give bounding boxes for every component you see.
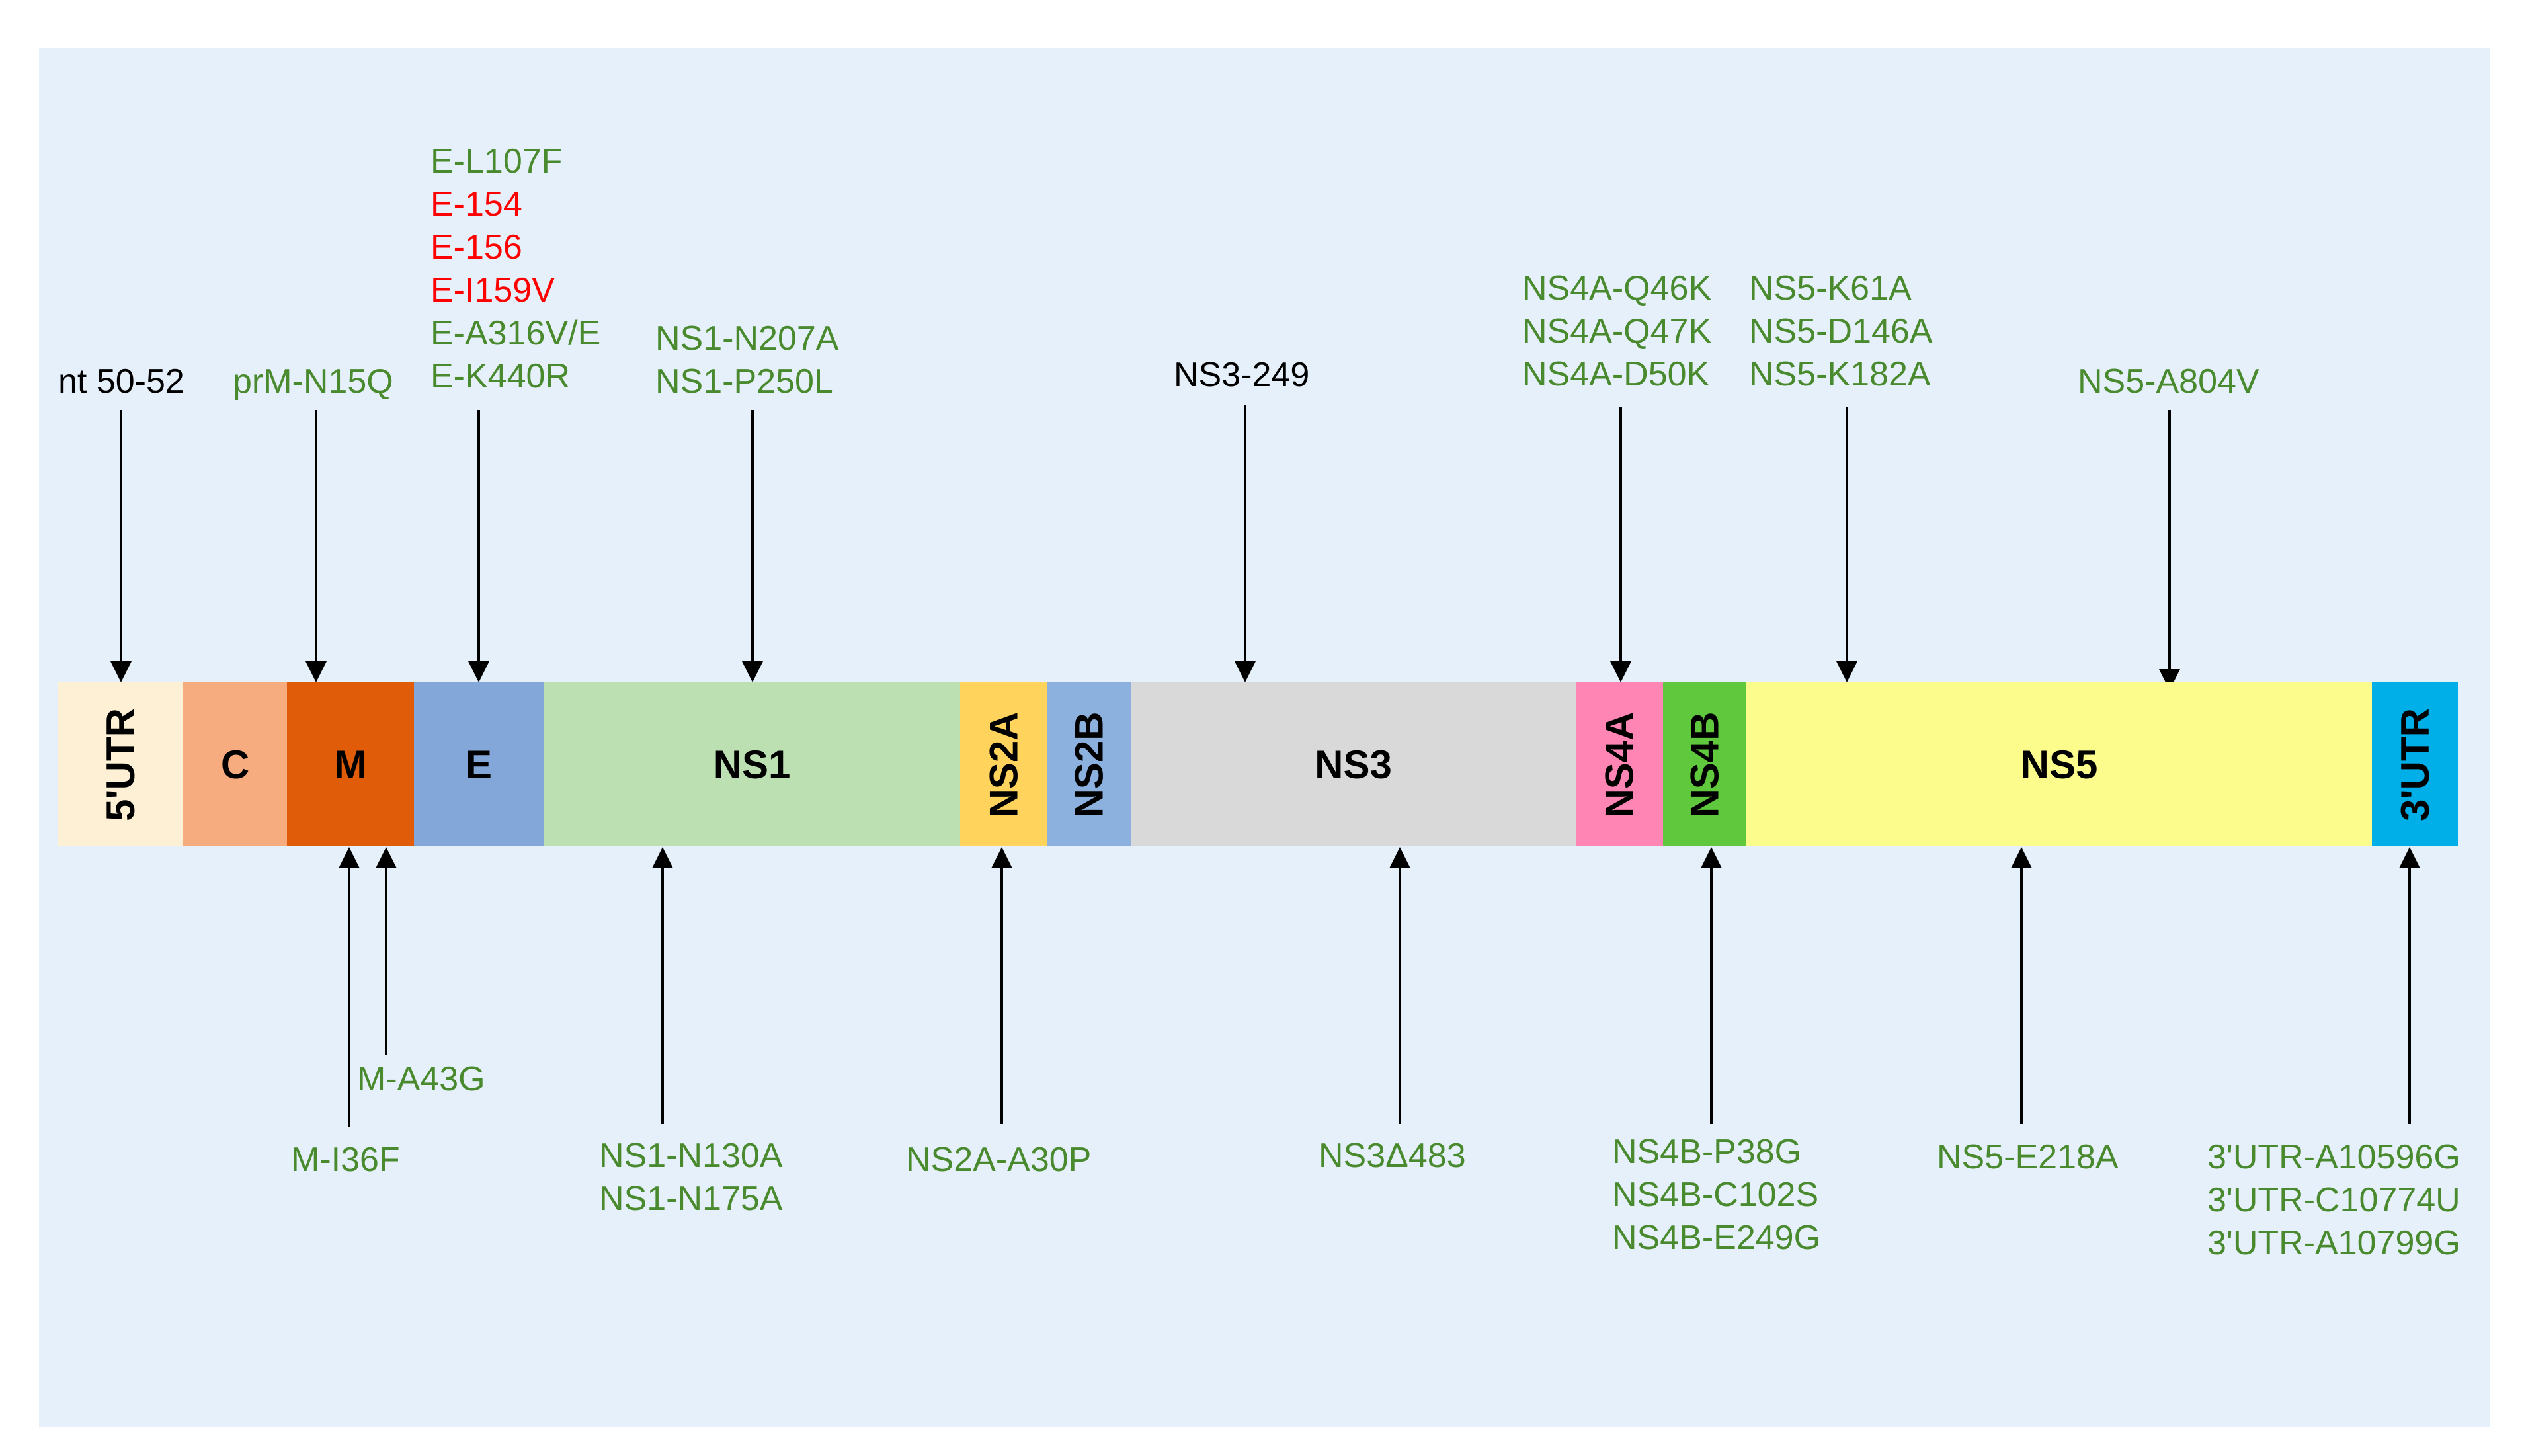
label-group-ns1-top: NS1-N207A NS1-P250L <box>655 319 839 401</box>
segment-ns4b: NS4B <box>1663 682 1746 846</box>
label-ns2a-a30p: NS2A-A30P <box>906 1141 1092 1179</box>
segment-ns1: NS1 <box>544 682 960 846</box>
segment-5utr: 5'UTR <box>58 682 183 846</box>
segment-c: C <box>183 682 287 846</box>
label-e-156: E-156 <box>430 228 522 266</box>
label-e-a316v-e: E-A316V/E <box>430 314 601 352</box>
label-ns5-a804v: NS5-A804V <box>2078 362 2259 401</box>
label-e-i159v: E-I159V <box>430 271 555 309</box>
label-group-ns5-top: NS5-K61A NS5-D146A NS5-K182A <box>1749 269 1933 393</box>
label-group-e: E-L107F E-154 E-156 E-I159V E-A316V/E E-… <box>430 140 600 398</box>
segment-ns2b: NS2B <box>1047 682 1131 846</box>
label-group-ns1-bottom: NS1-N130A NS1-N175A <box>599 1137 783 1218</box>
segment-ns4a: NS4A <box>1576 682 1663 846</box>
label-e-k440r: E-K440R <box>430 357 570 395</box>
segment-ns5: NS5 <box>1746 682 2372 846</box>
segment-m: M <box>287 682 414 846</box>
label-prm-n15q: prM-N15Q <box>233 362 393 401</box>
label-ns3-249: NS3-249 <box>1174 356 1310 394</box>
segment-ns3: NS3 <box>1131 682 1576 846</box>
segment-3utr: 3'UTR <box>2372 682 2458 846</box>
segment-ns2a: NS2A <box>960 682 1047 846</box>
label-nt-50-52: nt 50-52 <box>58 362 184 401</box>
label-ns3-delta-483: NS3Δ483 <box>1319 1137 1466 1175</box>
label-m-a43g: M-A43G <box>357 1060 485 1098</box>
label-m-i36f: M-I36F <box>291 1141 400 1179</box>
label-group-ns4a: NS4A-Q46K NS4A-Q47K NS4A-D50K <box>1522 269 1712 393</box>
label-ns5-e218a: NS5-E218A <box>1937 1138 2119 1176</box>
label-group-3utr: 3'UTR-A10596G 3'UTR-C10774U 3'UTR-A10799… <box>2207 1138 2461 1262</box>
segment-e: E <box>414 682 544 846</box>
label-group-ns4b: NS4B-P38G NS4B-C102S NS4B-E249G <box>1612 1133 1821 1257</box>
label-e-154: E-154 <box>430 185 522 223</box>
label-e-l107f: E-L107F <box>430 142 563 181</box>
